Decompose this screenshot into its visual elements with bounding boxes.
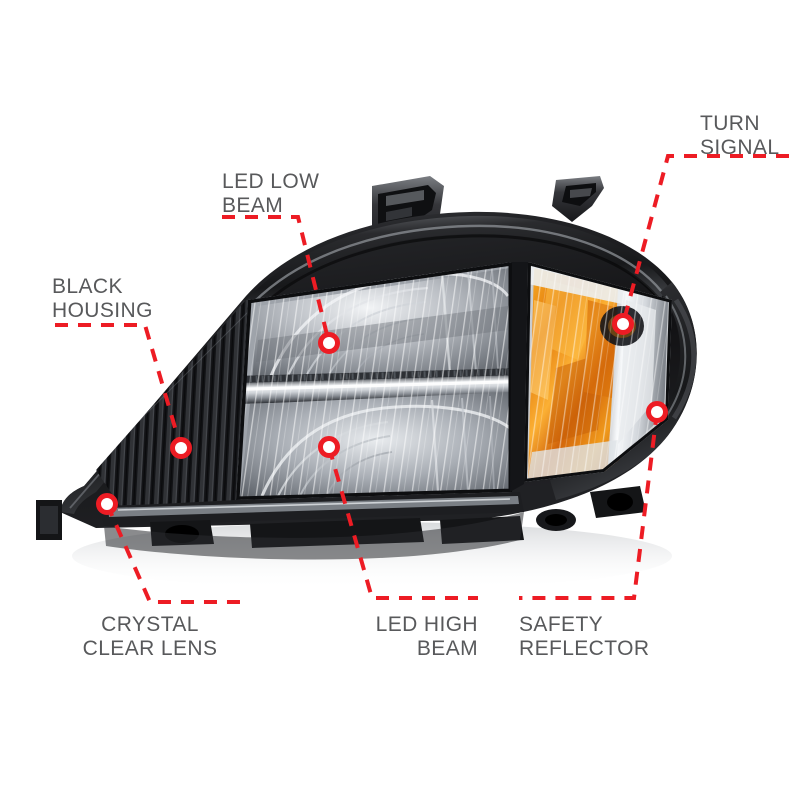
callout-label-black-housing: BLACK HOUSING xyxy=(52,275,153,322)
callout-label-safety-reflector: SAFETY REFLECTOR xyxy=(519,613,650,660)
callout-label-led-low-beam: LED LOW BEAM xyxy=(222,170,320,217)
callout-label-turn-signal: TURN SIGNAL xyxy=(700,112,780,159)
callout-label-crystal-clear-lens: CRYSTAL CLEAR LENS xyxy=(82,613,218,660)
callout-label-led-high-beam: LED HIGH BEAM xyxy=(375,613,478,660)
